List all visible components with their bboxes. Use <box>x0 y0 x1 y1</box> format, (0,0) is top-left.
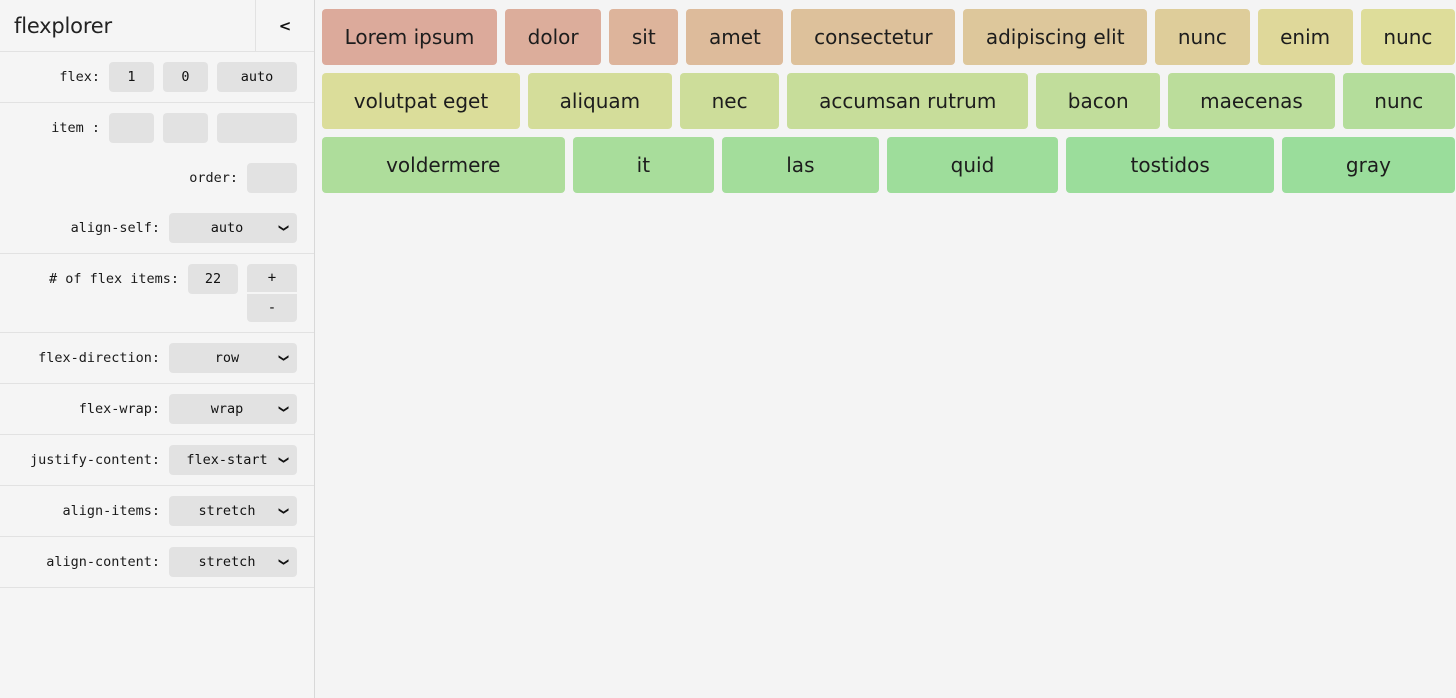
flex-item[interactable]: adipiscing elit <box>963 9 1148 65</box>
flex-item[interactable]: accumsan rutrum <box>787 73 1029 129</box>
flex-item[interactable]: it <box>572 137 715 193</box>
label-item: item : <box>51 120 100 136</box>
label-order: order: <box>189 170 238 186</box>
flex-item[interactable]: nunc <box>1360 9 1456 65</box>
control-row-count: # of flex items: +- <box>0 254 314 333</box>
flex-item[interactable]: dolor <box>505 9 602 65</box>
stepper-count: +- <box>247 264 297 322</box>
flex-item[interactable]: nunc <box>1342 73 1456 129</box>
input-flex-3[interactable] <box>217 62 297 92</box>
input-item-3[interactable] <box>217 113 297 143</box>
flex-item[interactable]: volutpat eget <box>322 73 520 129</box>
flex-item[interactable]: enim <box>1257 9 1353 65</box>
label-count: # of flex items: <box>48 271 179 287</box>
input-flex-1[interactable] <box>109 62 154 92</box>
flex-item[interactable]: quid <box>886 137 1059 193</box>
fields-order <box>247 163 297 193</box>
fields-count: +- <box>188 264 297 322</box>
flex-item[interactable]: nunc <box>1155 9 1250 65</box>
control-row-order: order: <box>0 153 314 203</box>
fields-flex-direction: rowrow-reversecolumncolumn-reverse❯ <box>169 343 297 373</box>
label-justify-content: justify-content: <box>29 452 160 468</box>
control-row-flex: flex: <box>0 52 314 103</box>
flex-item[interactable]: bacon <box>1036 73 1161 129</box>
input-count[interactable] <box>188 264 238 294</box>
select-flex-wrap[interactable]: nowrapwrapwrap-reverse <box>169 394 297 424</box>
flex-item[interactable]: nec <box>679 73 780 129</box>
flex-item[interactable]: maecenas <box>1168 73 1335 129</box>
select-align-items[interactable]: flex-startflex-endcenterbaselinestretch <box>169 496 297 526</box>
app-title: flexplorer <box>0 0 256 51</box>
fields-align-content: flex-startflex-endcenterspace-betweenspa… <box>169 547 297 577</box>
fields-flex <box>109 62 297 92</box>
input-item-1[interactable] <box>109 113 154 143</box>
select-flex-direction[interactable]: rowrow-reversecolumncolumn-reverse <box>169 343 297 373</box>
fields-flex-wrap: nowrapwrapwrap-reverse❯ <box>169 394 297 424</box>
control-row-align-content: align-content: flex-startflex-endcentersp… <box>0 537 314 588</box>
control-row-align-self: align-self: autoflex-startflex-endcenterb… <box>0 203 314 254</box>
flex-item[interactable]: voldermere <box>322 137 565 193</box>
fields-justify-content: flex-startflex-endcenterspace-betweenspa… <box>169 445 297 475</box>
flex-item[interactable]: amet <box>686 9 784 65</box>
flex-item[interactable]: tostidos <box>1066 137 1274 193</box>
input-flex-2[interactable] <box>163 62 208 92</box>
select-justify-content[interactable]: flex-startflex-endcenterspace-betweenspa… <box>169 445 297 475</box>
select-align-self[interactable]: autoflex-startflex-endcenterbaselinestre… <box>169 213 297 243</box>
fields-align-items: flex-startflex-endcenterbaselinestretch❯ <box>169 496 297 526</box>
control-row-align-items: align-items: flex-startflex-endcenterbase… <box>0 486 314 537</box>
fields-item <box>109 113 297 143</box>
input-item-2[interactable] <box>163 113 208 143</box>
sidebar: flexplorer < flex: item : order: align-self… <box>0 0 315 698</box>
label-flex-wrap: flex-wrap: <box>78 401 160 417</box>
flex-item[interactable]: aliquam <box>527 73 672 129</box>
label-flex: flex: <box>59 69 100 85</box>
chevron-left-icon[interactable]: < <box>256 0 314 51</box>
input-order[interactable] <box>247 163 297 193</box>
label-flex-direction: flex-direction: <box>38 350 160 366</box>
flex-item[interactable]: Lorem ipsum <box>322 9 498 65</box>
control-row-justify-content: justify-content: flex-startflex-endcenter… <box>0 435 314 486</box>
label-align-self: align-self: <box>70 220 160 236</box>
controls-list: flex: item : order: align-self: autoflex-sta… <box>0 52 314 588</box>
control-row-flex-wrap: flex-wrap: nowrapwrapwrap-reverse❯ <box>0 384 314 435</box>
control-row-flex-direction: flex-direction: rowrow-reversecolumncolum… <box>0 333 314 384</box>
flex-item[interactable]: consectetur <box>791 9 956 65</box>
select-align-content[interactable]: flex-startflex-endcenterspace-betweenspa… <box>169 547 297 577</box>
label-align-items: align-items: <box>62 503 160 519</box>
sidebar-header: flexplorer < <box>0 0 314 52</box>
fields-align-self: autoflex-startflex-endcenterbaselinestre… <box>169 213 297 243</box>
decrement-button[interactable]: - <box>247 294 297 322</box>
control-row-item: item : <box>0 103 314 153</box>
flex-item[interactable]: gray <box>1281 137 1456 193</box>
label-align-content: align-content: <box>46 554 160 570</box>
flex-item[interactable]: las <box>722 137 879 193</box>
flex-item[interactable]: sit <box>609 9 679 65</box>
increment-button[interactable]: + <box>247 264 297 292</box>
